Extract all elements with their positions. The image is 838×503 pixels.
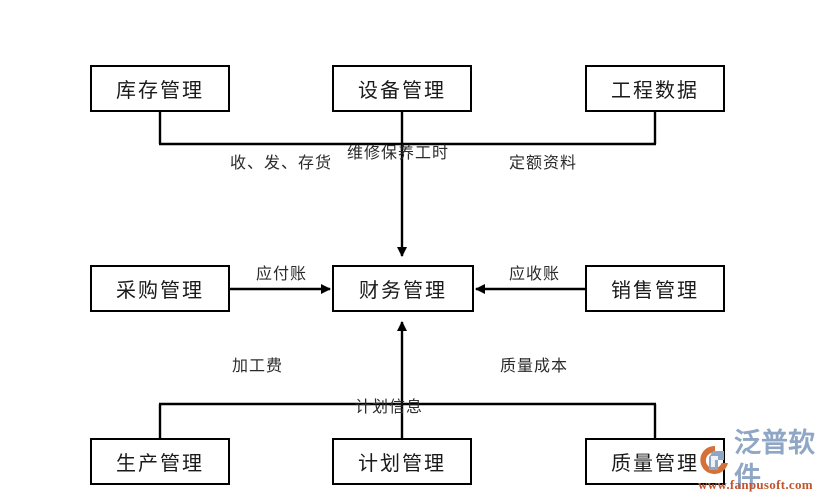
node-sales[interactable]: 销售管理 (585, 265, 725, 312)
edge-label-accounts-payable: 应付账 (256, 266, 308, 283)
edge-label-quota-data: 定额资料 (509, 155, 578, 172)
node-inventory-label: 库存管理 (116, 80, 204, 102)
node-sales-label: 销售管理 (611, 280, 699, 302)
node-quality-label: 质量管理 (611, 453, 699, 475)
node-purchasing-label: 采购管理 (116, 280, 204, 302)
node-planning[interactable]: 计划管理 (332, 438, 472, 485)
node-engineering[interactable]: 工程数据 (585, 65, 725, 112)
edge-label-receive-issue-stock: 收、发、存货 (229, 155, 332, 172)
edge-label-plan-information: 计划信息 (355, 399, 424, 416)
edge-label-maintenance-hours: 维修保养工时 (347, 145, 450, 162)
edge-label-quality-cost: 质量成本 (500, 358, 569, 375)
node-equipment[interactable]: 设备管理 (332, 65, 472, 112)
node-production-label: 生产管理 (116, 453, 204, 475)
node-engineering-label: 工程数据 (611, 80, 699, 102)
node-finance-label: 财务管理 (359, 280, 447, 302)
connector-bottom-bus (158, 402, 657, 438)
node-equipment-label: 设备管理 (358, 80, 446, 102)
node-quality[interactable]: 质量管理 (585, 438, 725, 485)
node-planning-label: 计划管理 (358, 453, 446, 475)
edge-label-accounts-receivable: 应收账 (509, 266, 561, 283)
node-inventory[interactable]: 库存管理 (90, 65, 230, 112)
connector-top-bus (158, 112, 657, 146)
node-purchasing[interactable]: 采购管理 (90, 265, 230, 312)
node-finance[interactable]: 财务管理 (332, 265, 474, 312)
node-production[interactable]: 生产管理 (90, 438, 230, 485)
edge-label-processing-fee: 加工费 (232, 358, 284, 375)
